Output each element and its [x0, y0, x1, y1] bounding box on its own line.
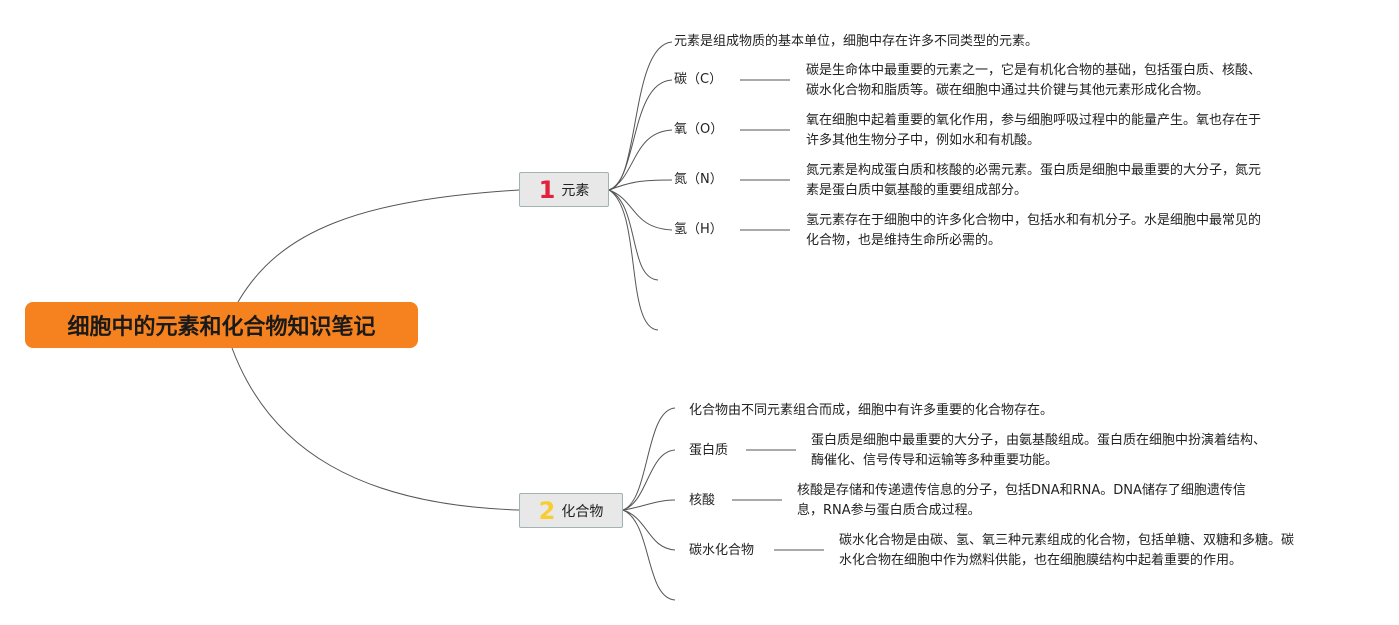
branch-node-compounds[interactable]: 2 化合物	[519, 493, 623, 528]
desc-carbon-line-2: 碳水化合物和脂质等。碳在细胞中通过共价键与其他元素形成化合物。	[806, 83, 1210, 98]
desc-carbon-line-1: 碳是生命体中最重要的元素之一，它是有机化合物的基础，包括蛋白质、核酸、	[806, 63, 1262, 78]
desc-nitrogen-line-1: 氮元素是构成蛋白质和核酸的必需元素。蛋白质是细胞中最重要的大分子，氮元	[806, 163, 1262, 178]
desc-protein-line-1: 蛋白质是细胞中最重要的大分子，由氨基酸组成。蛋白质在细胞中扮演着结构、	[811, 433, 1267, 448]
desc-carbohydrate-line-2: 水化合物在细胞中作为燃料供能，也在细胞膜结构中起着重要的作用。	[839, 553, 1243, 568]
topic-hydrogen[interactable]: 氢（H）	[674, 222, 723, 237]
connector-b2-item-2	[622, 499, 676, 511]
connector-b2-item-3	[622, 509, 676, 551]
connector-root-branch-2	[231, 347, 520, 511]
root-title: 细胞中的元素和化合物知识笔记	[67, 315, 376, 340]
desc-nucleic-acid-line-2: 息，RNA参与蛋白质合成过程。	[797, 503, 981, 518]
connector-b2-item-1	[622, 449, 676, 511]
branch-2-intro: 化合物由不同元素组合而成，细胞中有许多重要的化合物存在。	[689, 403, 1054, 418]
connector-b1-empty-2	[608, 189, 659, 331]
topic-carbohydrate[interactable]: 碳水化合物	[689, 543, 755, 558]
connector-b1-item-2	[608, 129, 673, 191]
topic-oxygen[interactable]: 氧（O）	[674, 122, 724, 137]
topic-carbon[interactable]: 碳（C）	[674, 72, 723, 87]
topic-nitrogen[interactable]: 氮（N）	[674, 172, 723, 187]
connector-b2-empty	[622, 509, 676, 601]
branch-label: 化合物	[561, 503, 604, 520]
connector-b1-item-4	[608, 189, 673, 231]
desc-nucleic-acid-line-1: 核酸是存储和传递遗传信息的分子，包括DNA和RNA。DNA储存了细胞遗传信	[797, 483, 1246, 498]
connector-b1-empty-1	[608, 189, 659, 281]
connector-root-branch-1	[237, 189, 520, 303]
desc-hydrogen-line-1: 氢元素存在于细胞中的许多化合物中，包括水和有机分子。水是细胞中最常见的	[806, 213, 1262, 228]
connector-b1-item-1	[608, 79, 673, 191]
topic-protein[interactable]: 蛋白质	[689, 443, 729, 458]
root-node[interactable]: 细胞中的元素和化合物知识笔记	[25, 302, 418, 348]
branch-number-2: 2	[538, 496, 556, 525]
desc-oxygen-line-2: 许多其他生物分子中，例如水和有机酸。	[806, 133, 1041, 148]
branch-number-1: 1	[538, 175, 556, 204]
branch-label: 元素	[561, 182, 590, 199]
connector-b1-item-3	[608, 179, 673, 191]
desc-protein-line-2: 酶催化、信号传导和运输等多种重要功能。	[811, 453, 1059, 468]
desc-carbohydrate-line-1: 碳水化合物是由碳、氢、氧三种元素组成的化合物，包括单糖、双糖和多糖。碳	[839, 533, 1295, 548]
topic-nucleic-acid[interactable]: 核酸	[689, 493, 716, 508]
desc-nitrogen-line-2: 素是蛋白质中氨基酸的重要组成部分。	[806, 183, 1028, 198]
branch-1-intro: 元素是组成物质的基本单位，细胞中存在许多不同类型的元素。	[674, 34, 1039, 49]
connector-b2-intro	[622, 407, 676, 511]
desc-hydrogen-line-2: 化合物，也是维持生命所必需的。	[806, 233, 1002, 248]
branch-node-elements[interactable]: 1 元素	[519, 172, 609, 207]
desc-oxygen-line-1: 氧在细胞中起着重要的氧化作用，参与细胞呼吸过程中的能量产生。氧也存在于	[806, 113, 1262, 128]
